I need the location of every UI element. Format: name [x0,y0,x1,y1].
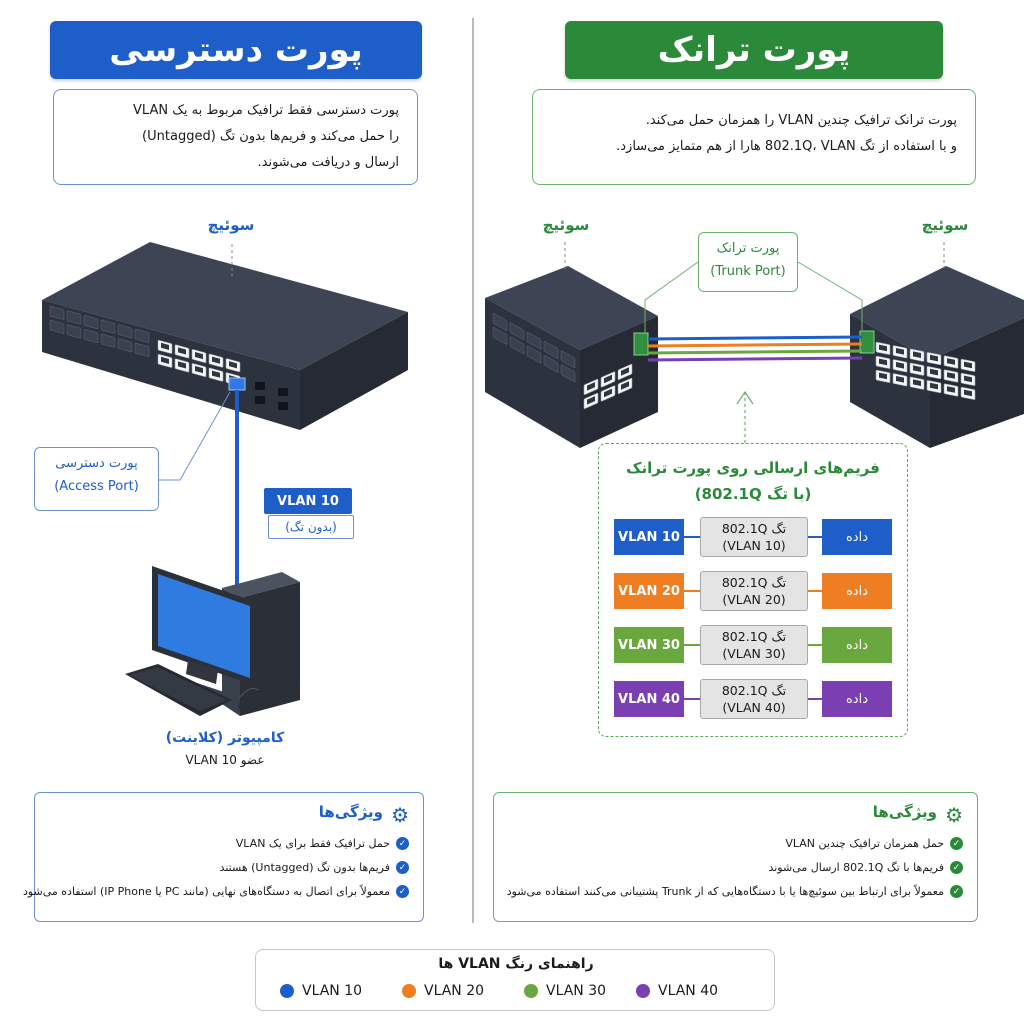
frame-tag-line-1: 802.1Q تگ [721,575,787,590]
trunk-port-callout: پورت ترانک (Trunk Port) [698,232,798,292]
legend-label: VLAN 40 [658,983,719,999]
feature-text: فریم‌ها با تگ 802.1Q ارسال می‌شوند [768,861,944,874]
frame-tag: 802.1Q تگ (VLAN 10) [700,517,808,557]
access-desc-line-1: پورت دسترسی فقط ترافیک مربوط به یک VLAN [133,103,399,118]
legend-label: VLAN 30 [546,983,607,999]
gear-icon: ⚙ [391,803,409,827]
trunk-switch-right [850,266,1024,448]
legend-label: VLAN 10 [302,983,363,999]
frame-data-label: داده [822,627,892,663]
frame-data-label: داده [822,681,892,717]
check-icon: ✓ [950,861,963,874]
frame-connector [684,590,700,592]
trunk-frames-title: فریم‌های ارسالی روی پورت ترانک (با تگ 80… [598,455,908,507]
legend-dot [402,984,416,998]
pc-title: کامپیوتر (کلاینت) [165,730,285,746]
trunk-desc-line-2: و با استفاده از تگ 802.1Q، VLAN هارا از … [616,139,957,154]
check-icon: ✓ [396,861,409,874]
feature-item: ✓ معمولاً برای ارتباط بین سوئیچ‌ها یا با… [507,885,963,898]
frame-vlan-label: VLAN 10 [614,519,684,555]
access-switch-label: سوئیچ [207,216,255,234]
trunk-port-label-en: (Trunk Port) [710,264,786,279]
feature-text: معمولاً برای ارتباط بین سوئیچ‌ها یا با د… [506,885,944,898]
trunk-cables [647,335,863,362]
vlan-color-legend: راهنمای رنگ VLAN ها VLAN 10 VLAN 20 VLAN… [255,949,775,1011]
trunk-port-title: پورت ترانک [565,21,943,79]
feature-item: ✓ فریم‌ها با تگ 802.1Q ارسال می‌شوند [768,861,963,874]
trunk-switch-right-label: سوئیچ [921,216,969,234]
untagged-label: (بدون تگ) [268,515,354,539]
frame-tag-line-1: 802.1Q تگ [721,629,787,644]
frame-connector [808,644,822,646]
access-port-callout: پورت دسترسی (Access Port) [34,447,159,511]
pc-membership: عضو VLAN 10 [185,753,265,767]
access-port-title: پورت دسترسی [50,21,422,79]
frames-title-line-1: فریم‌های ارسالی روی پورت ترانک [626,459,880,477]
frame-vlan-label: VLAN 30 [614,627,684,663]
client-computer [125,566,300,716]
frame-tag-line-1: 802.1Q تگ [721,683,787,698]
feature-text: معمولاً برای اتصال به دستگاه‌های نهایی (… [22,885,390,898]
frame-connector [684,536,700,538]
access-desc-line-3: ارسال و دریافت می‌شوند. [257,155,399,170]
legend-dot [524,984,538,998]
access-port-label-en: (Access Port) [54,479,139,494]
frame-tag: 802.1Q تگ (VLAN 40) [700,679,808,719]
trunk-switch-left [485,266,658,448]
check-icon: ✓ [950,885,963,898]
trunk-port-label: پورت ترانک [716,241,780,256]
check-icon: ✓ [396,885,409,898]
legend-item: VLAN 10 [280,983,362,999]
frame-connector [684,644,700,646]
check-icon: ✓ [950,837,963,850]
legend-dot [280,984,294,998]
legend-item: VLAN 40 [636,983,718,999]
frame-tag: 802.1Q تگ (VLAN 30) [700,625,808,665]
frame-data-label: داده [822,519,892,555]
frame-connector [684,698,700,700]
trunk-switch-left-label: سوئیچ [542,216,590,234]
feature-item: ✓ حمل ترافیک فقط برای یک VLAN [236,837,409,850]
frame-tag-line-2: (VLAN 30) [722,646,786,661]
frame-tag-line-2: (VLAN 20) [722,592,786,607]
legend-title: راهنمای رنگ VLAN ها [438,956,594,972]
access-description: پورت دسترسی فقط ترافیک مربوط به یک VLAN … [53,89,418,185]
frames-title-line-2: (با تگ 802.1Q) [694,485,812,503]
center-divider [472,18,474,923]
frame-tag-line-2: (VLAN 40) [722,700,786,715]
feature-text: حمل همزمان ترافیک چندین VLAN [785,837,944,850]
legend-item: VLAN 20 [402,983,484,999]
frame-tag-line-1: 802.1Q تگ [721,521,787,536]
feature-item: ✓ فریم‌ها بدون تگ (Untagged) هستند [220,861,409,874]
gear-icon: ⚙ [945,803,963,827]
trunk-features-title: ویژگی‌ها [872,803,937,821]
trunk-description: پورت ترانک ترافیک چندین VLAN را همزمان ح… [532,89,976,185]
feature-item: ✓ معمولاً برای اتصال به دستگاه‌های نهایی… [23,885,409,898]
frame-connector [808,536,822,538]
feature-text: حمل ترافیک فقط برای یک VLAN [235,837,390,850]
legend-label: VLAN 20 [424,983,485,999]
frame-vlan-label: VLAN 40 [614,681,684,717]
access-features-title: ویژگی‌ها [318,803,383,821]
access-features-box: ⚙ ویژگی‌ها ✓ حمل ترافیک فقط برای یک VLAN… [23,792,424,922]
trunk-frames-panel [598,443,908,737]
access-desc-line-2: را حمل می‌کند و فریم‌ها بدون تگ (Untagge… [142,129,399,144]
frame-tag-line-2: (VLAN 10) [722,538,786,553]
access-vlan-badge: VLAN 10 [264,488,352,514]
frame-data-label: داده [822,573,892,609]
legend-dot [636,984,650,998]
frame-vlan-label: VLAN 20 [614,573,684,609]
frame-connector [808,698,822,700]
feature-item: ✓ حمل همزمان ترافیک چندین VLAN [785,837,963,850]
access-port-label: پورت دسترسی [55,456,138,471]
frame-tag: 802.1Q تگ (VLAN 20) [700,571,808,611]
frame-connector [808,590,822,592]
legend-item: VLAN 30 [524,983,606,999]
check-icon: ✓ [396,837,409,850]
access-port-highlight [228,377,246,391]
feature-text: فریم‌ها بدون تگ (Untagged) هستند [219,861,390,874]
trunk-desc-line-1: پورت ترانک ترافیک چندین VLAN را همزمان ح… [645,113,957,128]
trunk-features-box: ⚙ ویژگی‌ها ✓ حمل همزمان ترافیک چندین VLA… [493,792,978,922]
